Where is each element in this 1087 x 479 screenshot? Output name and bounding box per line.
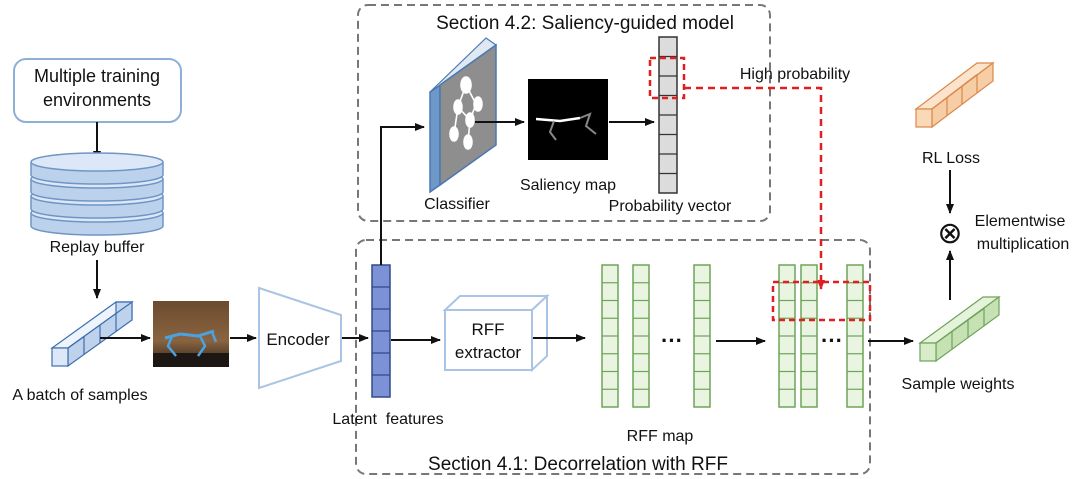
classifier-block — [429, 37, 498, 194]
section-decorrelation-title: Section 4.1: Decorrelation with RFF — [428, 454, 728, 475]
saliency-map-label: Saliency map — [520, 177, 616, 194]
batch-cube-strip — [50, 300, 134, 368]
weighted-rff-columns — [778, 264, 864, 408]
latent-features-vector — [371, 264, 391, 398]
database-cylinder-icon — [30, 152, 164, 236]
encoder-trapezoid — [258, 286, 342, 390]
probability-vector-label: Probability vector — [609, 198, 732, 215]
encoder-label: Encoder — [266, 330, 330, 349]
environments-label-line2: environments — [43, 90, 151, 110]
section-decorrelation-box — [355, 239, 871, 475]
rl-loss-label: RL Loss — [922, 150, 980, 167]
latent-features-label: Latent features — [332, 411, 443, 428]
rff-map-columns — [601, 264, 711, 408]
elementwise-label-line2: multiplication — [977, 236, 1069, 253]
sample-weights-strip — [918, 295, 1001, 363]
saliency-map-image — [528, 79, 608, 160]
high-probability-link — [684, 86, 825, 290]
weighted-rff-ellipsis: ··· — [821, 328, 843, 353]
rff-map-ellipsis: ··· — [661, 328, 683, 353]
batch-label: A batch of samples — [12, 387, 147, 404]
arrow-latent-to-classifier — [380, 123, 425, 265]
sample-weights-label: Sample weights — [902, 376, 1015, 393]
high-probability-label: High probability — [740, 66, 850, 83]
circle-times-icon: ⊗ — [937, 217, 962, 250]
rff-extractor-label-line1: RFF — [471, 320, 504, 339]
section-saliency-box — [357, 4, 771, 222]
rff-extractor-label-line2: extractor — [455, 343, 521, 362]
rff-extractor-box — [442, 293, 550, 373]
robot-scene-thumbnail — [153, 301, 229, 367]
probability-vector — [658, 36, 678, 194]
replay-buffer-label: Replay buffer — [50, 239, 146, 256]
elementwise-label-line1: Elementwise — [975, 213, 1066, 230]
environments-label-line1: Multiple training — [34, 66, 160, 86]
probability-highlight — [648, 56, 686, 100]
rl-loss-strip — [914, 61, 995, 129]
rff-map-label: RFF map — [627, 428, 694, 445]
classifier-label: Classifier — [424, 196, 490, 213]
section-saliency-title: Section 4.2: Saliency-guided model — [436, 13, 734, 34]
weighted-row-highlight — [771, 280, 872, 322]
